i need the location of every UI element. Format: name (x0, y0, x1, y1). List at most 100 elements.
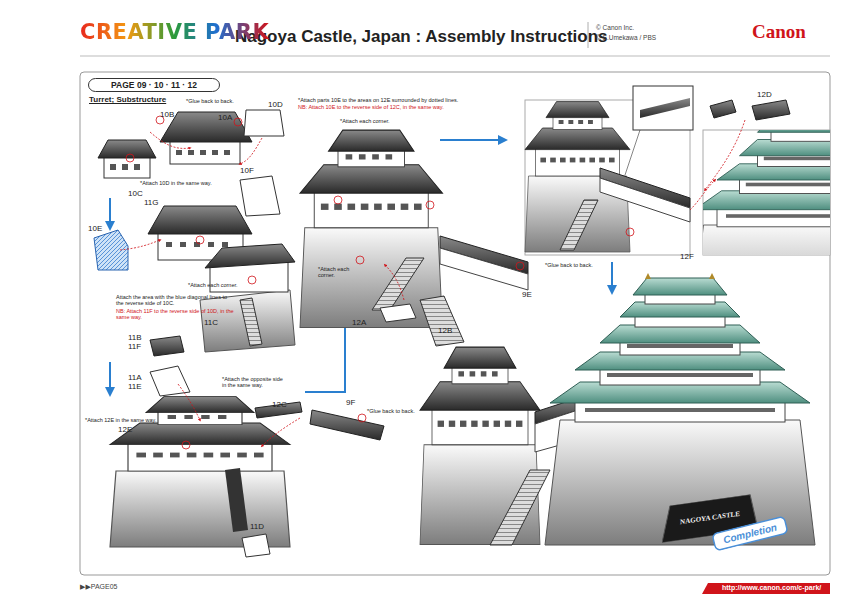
step-one-parts-part-part (176, 150, 182, 155)
step-two-parts-part (205, 244, 295, 268)
note: *Attach 10D in the same way. (140, 180, 212, 186)
step-five-closeup-part (560, 200, 598, 250)
step-one-parts-part-part (110, 164, 116, 170)
completed-castle-part (545, 273, 815, 545)
glue-callout-part (356, 256, 364, 264)
copyright-note: © S.Umekawa / PBS (596, 34, 656, 41)
part-number: 11G (144, 198, 159, 207)
step-four-assembly-part (440, 248, 528, 290)
note: *Attach each corner. (340, 118, 390, 124)
step-five-closeup-part (710, 100, 736, 118)
glue-callout-part (248, 276, 256, 284)
step-two-parts (94, 206, 295, 352)
note: *Attach the opposite side in the same wa… (222, 376, 284, 389)
step-four-assembly-part (300, 130, 443, 327)
page-frame (80, 22, 830, 594)
step-one-parts-part-part (188, 150, 194, 155)
note: NB: Attach 10E to the reverse side of 12… (298, 104, 444, 110)
step-five-closeup-part (633, 86, 693, 130)
step-two-parts-part-part (208, 242, 214, 247)
step-one-parts (98, 110, 284, 216)
part-number: 12D (757, 90, 772, 99)
step-six-castle-part (703, 130, 830, 255)
glue-callout-part (705, 120, 745, 190)
page-range-box: PAGE 09 · 10 · 11 · 12 (88, 78, 220, 92)
step-four-assembly-part (420, 296, 464, 346)
glue-callout-part (334, 196, 342, 204)
step-one-parts-part-part (122, 164, 128, 170)
flow-arrow-part (440, 139, 503, 141)
part-number: 10E (88, 224, 102, 233)
part-number: 12F (680, 252, 694, 261)
flow-arrow-part (109, 362, 111, 392)
note: *Attach each corner. (188, 282, 238, 288)
page-frame-part (80, 72, 830, 575)
glue-callout-part (120, 240, 160, 250)
note: *Glue back to back. (545, 262, 593, 268)
glue-callout-part (182, 441, 190, 449)
glue-callout-part (626, 228, 634, 236)
part-number: 12A (352, 318, 366, 327)
step-three-turret-part (150, 336, 184, 356)
part-number: 12B (438, 326, 452, 335)
step-two-parts-part (148, 206, 252, 234)
note: *Attach each corner. (318, 266, 354, 279)
part-number: 10C (128, 189, 143, 198)
step-one-parts-part-part (134, 164, 140, 170)
glue-callout-part (178, 384, 200, 420)
glue-callout-part (358, 414, 366, 422)
step-six-castle (690, 93, 863, 338)
step-four-assembly-part (372, 258, 424, 310)
glue-callout-part (426, 201, 434, 209)
step-five-closeup-part (752, 100, 790, 120)
step-five-closeup-part (625, 130, 640, 175)
glue-callout (120, 116, 745, 449)
brand-logo: CREATIVE PARK (80, 20, 269, 44)
glue-callout-part (240, 138, 262, 164)
glue-callout-part (516, 262, 524, 270)
step-six-castle-part-part (703, 130, 830, 255)
brand-logo: Canon (752, 21, 806, 43)
step-three-turret-part (225, 468, 248, 532)
glue-callout-part (150, 132, 190, 148)
part-number: 11A (128, 373, 142, 382)
flow-arrow-part (611, 262, 613, 290)
glue-callout-part (385, 265, 404, 300)
part-number: 12E (118, 425, 132, 434)
step-three-turret-part (242, 534, 270, 557)
web-address: http://www.canon.com/c-park/ (722, 584, 821, 592)
part-number: 11D (250, 522, 264, 531)
step-one-parts-part-part (212, 150, 218, 155)
part-number: 11B (128, 333, 142, 342)
step-four-assembly (300, 130, 528, 346)
step-one-parts-part (176, 150, 230, 155)
part-number: 11E (128, 382, 142, 391)
step-one-parts-part-part (224, 150, 230, 155)
glue-callout-part (126, 154, 134, 162)
section-heading: Turret; Substructure (89, 95, 166, 104)
step-three-turret (110, 336, 384, 557)
step-one-parts-part (110, 164, 140, 170)
step-one-parts-part-part (200, 150, 206, 155)
flow-arrow-part (109, 198, 111, 226)
step-three-turret-part (310, 410, 384, 440)
glue-callout-part (690, 180, 715, 210)
note: *Attach parts 10E to the areas on 12E su… (298, 97, 458, 103)
note: Attach the area with the blue diagonal l… (116, 294, 234, 307)
glue-callout-part (234, 118, 242, 126)
note: *Attach 12E in the same way. (85, 417, 156, 423)
copyright-note: © Canon Inc. (596, 24, 634, 31)
step-two-parts-part-part (180, 242, 186, 247)
step-five-closeup-part (640, 98, 690, 118)
note: *Glue back to back. (367, 408, 415, 414)
part-number: 11C (204, 318, 218, 327)
completed-castle-part (490, 470, 550, 545)
part-number: 9E (522, 290, 532, 299)
page-frame-part (702, 583, 830, 594)
part-number: 10B (160, 110, 174, 119)
completed-castle (420, 273, 815, 545)
part-number: 12C (272, 400, 287, 409)
page-reference: ▶▶PAGE05 (80, 583, 118, 591)
step-two-parts-part (94, 230, 128, 270)
step-four-assembly-part (380, 304, 416, 322)
